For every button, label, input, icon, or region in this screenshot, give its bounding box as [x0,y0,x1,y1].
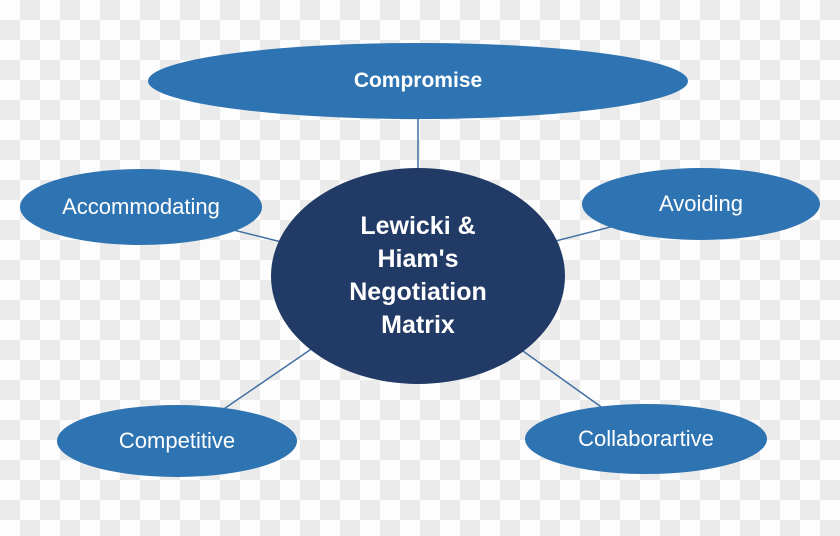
node-avoiding: Avoiding [582,168,820,240]
node-competitive: Competitive [57,405,297,477]
node-accommodating-label: Accommodating [62,194,220,219]
node-collaborative-label: Collaborartive [578,426,714,451]
node-collaborative: Collaborartive [525,404,767,474]
node-compromise: Compromise [148,43,688,119]
node-compromise-label: Compromise [353,69,483,92]
node-avoiding-label: Avoiding [659,191,743,216]
diagram-title-label: Lewicki & Hiam's Negotiation Matrix [349,212,487,339]
center-node-title: Lewicki & Hiam's Negotiation Matrix [271,168,565,384]
node-competitive-label: Competitive [118,428,236,453]
node-accommodating: Accommodating [20,169,262,245]
